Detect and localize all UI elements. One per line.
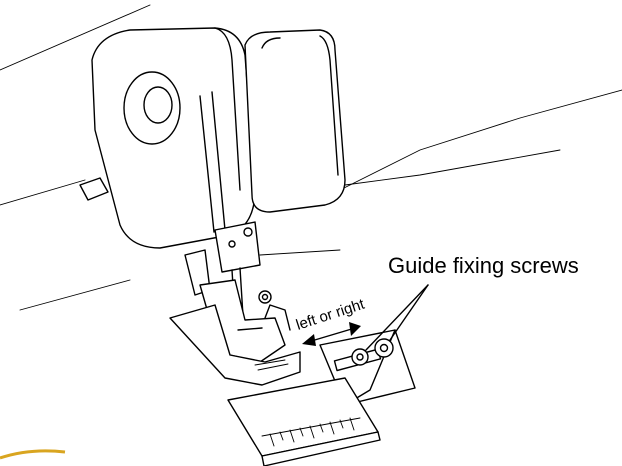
thread-cover-left [91, 27, 256, 249]
seam-guide [227, 329, 416, 466]
left-right-arrow [302, 322, 361, 346]
seam-guide-scale [261, 417, 361, 447]
machine-body-outline [0, 4, 622, 311]
side-lever [79, 177, 109, 201]
guide-screw-1 [351, 348, 369, 366]
needle-plate [169, 304, 301, 386]
thread-cover-right [199, 29, 346, 233]
guide-screw-2 [374, 338, 394, 358]
guide-fixing-screws-label: Guide fixing screws [388, 253, 579, 278]
screw-pointer-lines [365, 284, 429, 351]
corner-arc-decoration [0, 449, 66, 460]
